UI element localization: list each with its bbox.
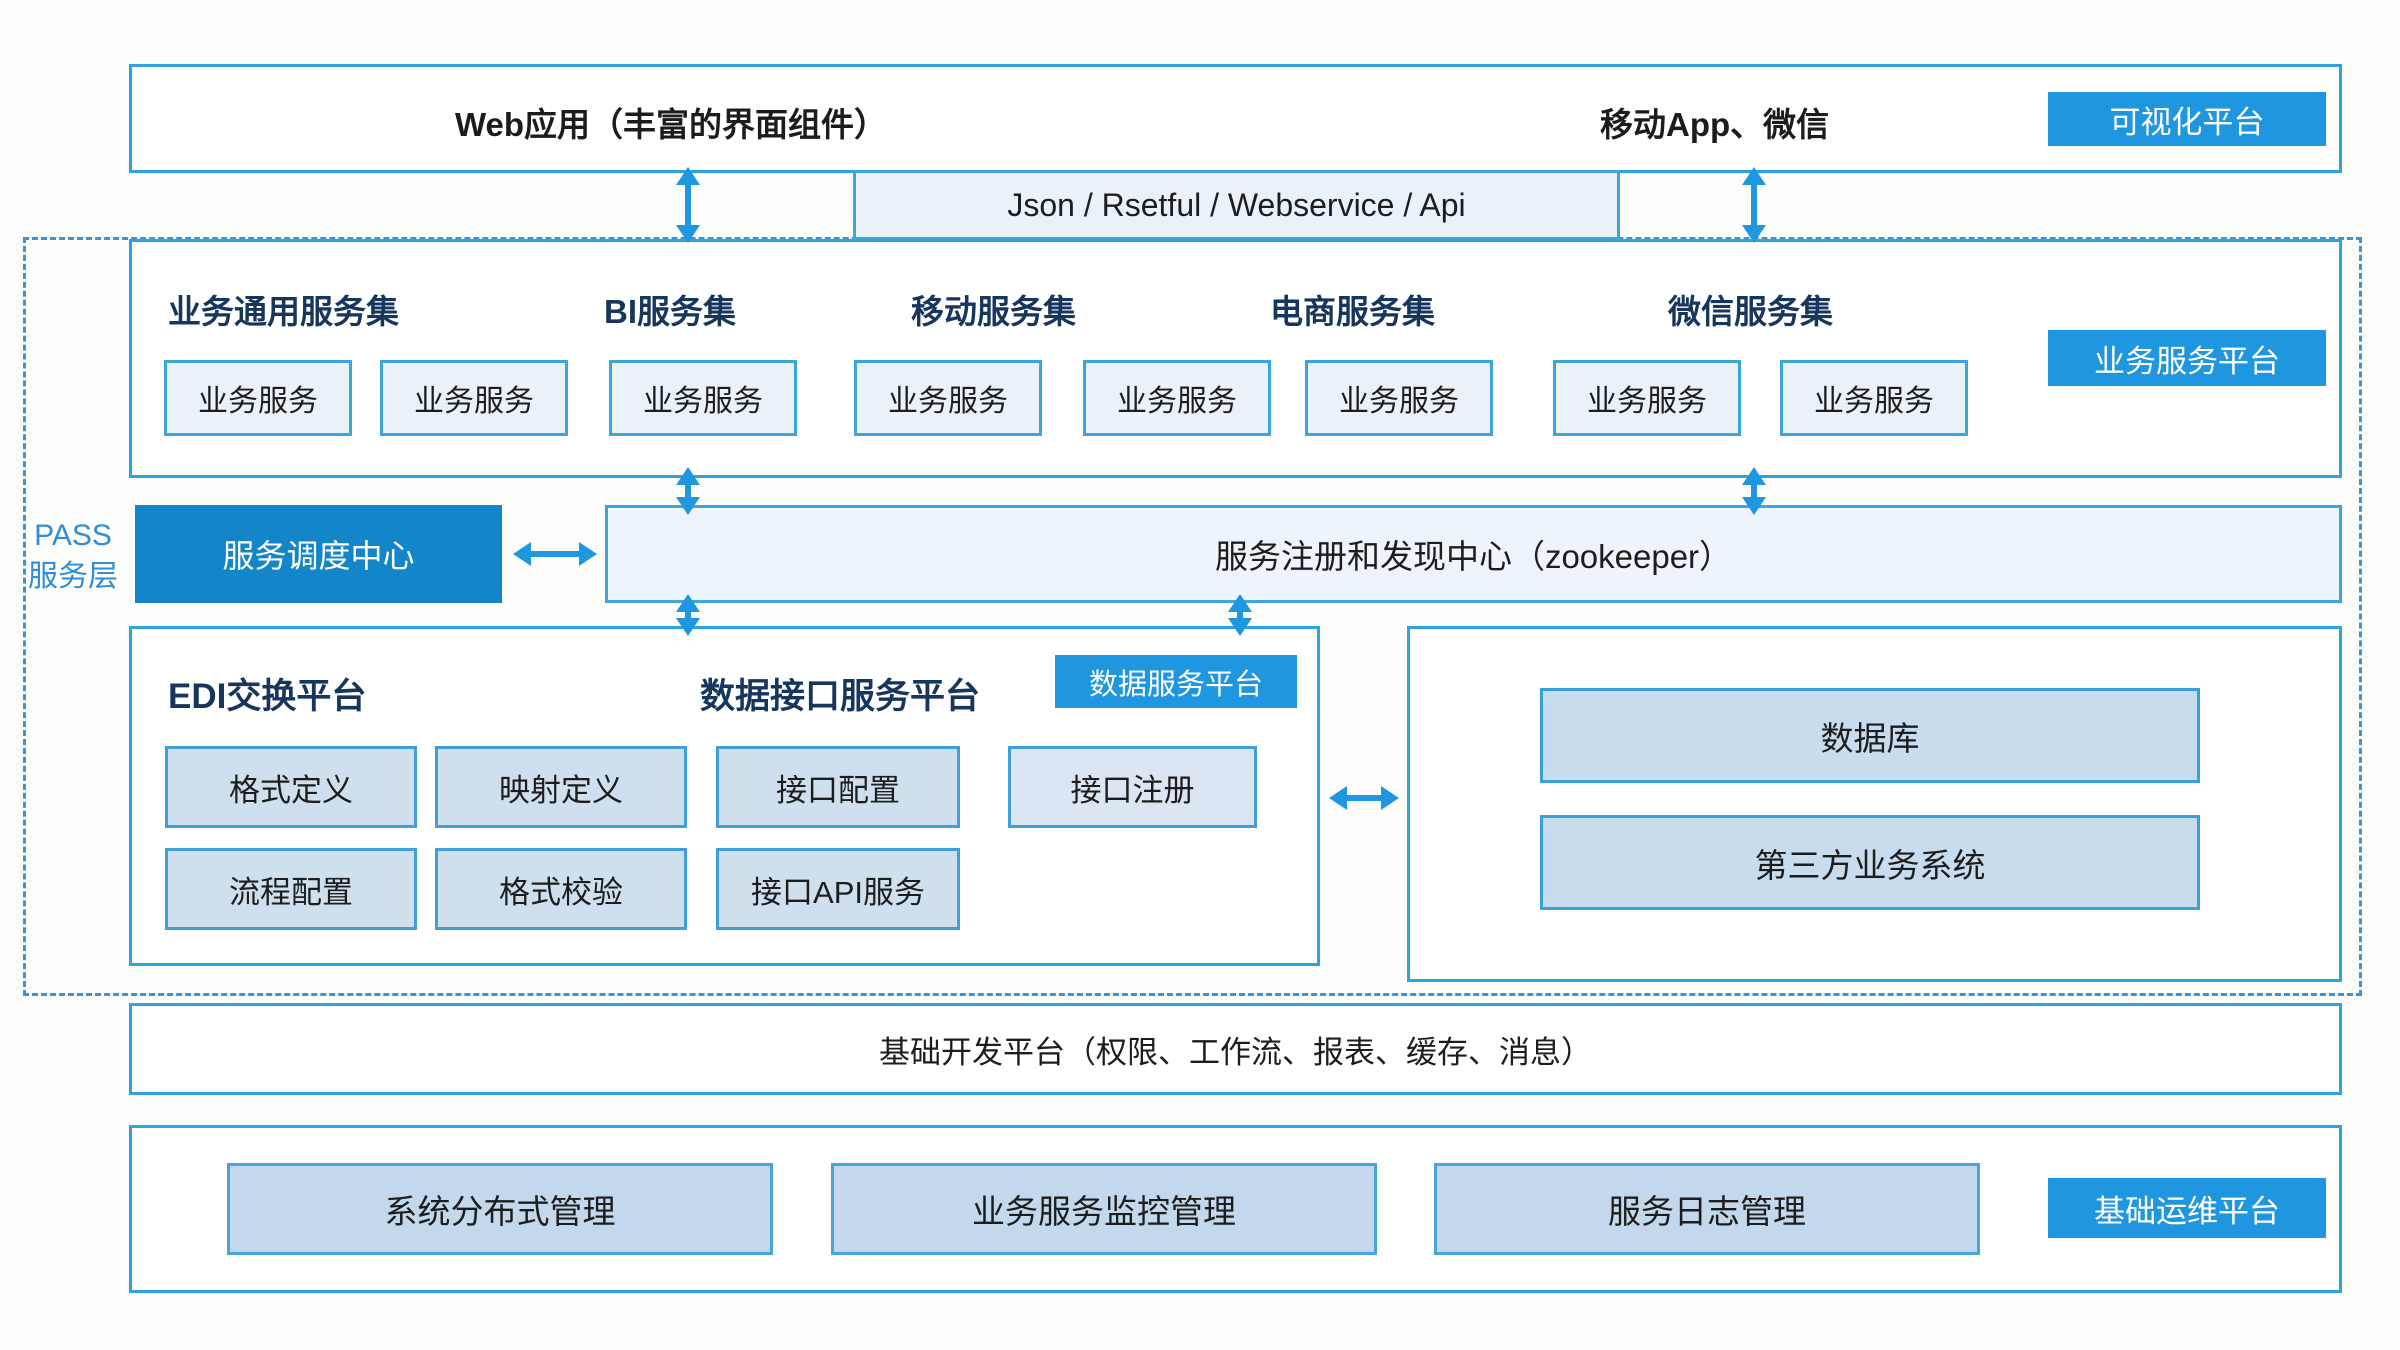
service-box: 业务服务 [854,360,1042,436]
group-title-general: 业务通用服务集 [168,293,399,330]
service-box: 业务服务 [609,360,797,436]
edi-function-box: 映射定义 [435,746,687,828]
service-box: 业务服务 [1083,360,1271,436]
web-app-label: Web应用（丰富的界面组件） [455,106,888,143]
group-title-bi: BI服务集 [604,293,736,330]
interface-function-box: 接口API服务 [716,848,960,930]
data-interface-platform-title: 数据接口服务平台 [700,677,981,716]
ops-platform-badge: 基础运维平台 [2048,1178,2326,1238]
data-service-platform-badge: 数据服务平台 [1055,655,1297,708]
double-arrow-vertical-icon [1751,183,1757,227]
business-service-platform-badge: 业务服务平台 [2048,330,2326,386]
database-box: 数据库 [1540,688,2200,783]
pass-layer-label-line2: 服务层 [28,559,118,593]
third-party-system-box: 第三方业务系统 [1540,815,2200,910]
external-systems-container [1407,626,2342,982]
group-title-ecommerce: 电商服务集 [1270,293,1435,330]
interface-function-box: 接口注册 [1008,746,1257,828]
visualization-platform-badge: 可视化平台 [2048,92,2326,146]
edi-function-box: 格式校验 [435,848,687,930]
api-protocol-bar: Json / Rsetful / Webservice / Api [853,170,1620,240]
interface-function-box: 接口配置 [716,746,960,828]
mobile-app-label: 移动App、微信 [1600,106,1830,143]
ops-box-logging: 服务日志管理 [1434,1163,1980,1255]
service-box: 业务服务 [164,360,352,436]
group-title-mobile: 移动服务集 [911,293,1076,330]
pass-layer-label: PASS 服务层 [18,516,128,597]
group-title-wechat: 微信服务集 [1668,293,1833,330]
double-arrow-horizontal-icon [529,551,581,557]
service-box: 业务服务 [1780,360,1968,436]
ops-box-monitoring: 业务服务监控管理 [831,1163,1377,1255]
registry-center-box: 服务注册和发现中心（zookeeper） [605,505,2342,603]
foundation-dev-label: 基础开发平台（权限、工作流、报表、缓存、消息） [879,1034,1592,1070]
service-box: 业务服务 [1305,360,1493,436]
edi-function-box: 流程配置 [165,848,417,930]
business-service-container [129,239,2342,478]
top-application-bar [129,64,2342,173]
pass-layer-label-line1: PASS [34,519,112,552]
double-arrow-vertical-icon [1751,483,1757,499]
ops-box-distributed: 系统分布式管理 [227,1163,773,1255]
double-arrow-vertical-icon [685,610,691,620]
double-arrow-horizontal-icon [1345,795,1383,801]
double-arrow-vertical-icon [685,483,691,499]
edi-platform-title: EDI交换平台 [168,677,367,716]
edi-function-box: 格式定义 [165,746,417,828]
double-arrow-vertical-icon [685,183,691,227]
double-arrow-vertical-icon [1237,610,1243,620]
service-box: 业务服务 [380,360,568,436]
foundation-dev-bar: 基础开发平台（权限、工作流、报表、缓存、消息） [129,1003,2342,1095]
service-box: 业务服务 [1553,360,1741,436]
dispatch-center-box: 服务调度中心 [135,505,502,603]
